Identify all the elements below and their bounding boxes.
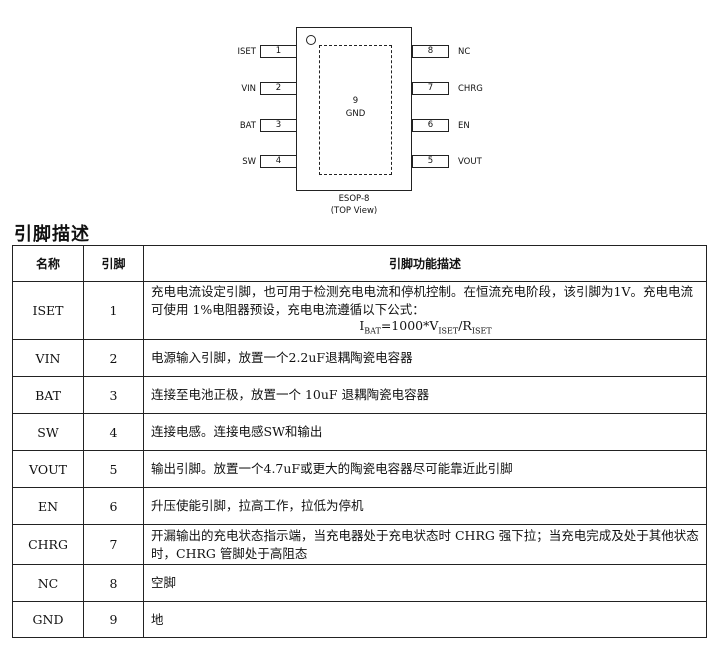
- pin-number: 2: [83, 339, 144, 377]
- pin-name: CHRG: [12, 524, 84, 565]
- pin-number: 4: [83, 413, 144, 451]
- table-row: BAT 3 连接至电池正极，放置一个 10uF 退耦陶瓷电容器: [12, 376, 707, 414]
- exposed-pad-number: 9: [352, 96, 359, 106]
- pin-number: 7: [83, 524, 144, 565]
- pin-label-3: BAT: [239, 121, 256, 131]
- package-body: 9 GND: [296, 27, 412, 191]
- pin-box-1: 1: [260, 45, 297, 58]
- header-name: 名称: [12, 245, 84, 282]
- pin-name: EN: [12, 487, 84, 525]
- charge-current-formula: IBAT=1000*VISET/RISET: [359, 317, 492, 336]
- pin-description: 输出引脚。放置一个4.7uF或更大的陶瓷电容器尽可能靠近此引脚: [143, 450, 707, 488]
- exposed-pad-label: GND: [345, 109, 366, 119]
- pin-box-2: 2: [260, 82, 297, 95]
- pin-box-5: 5: [412, 155, 449, 168]
- pin-box-3: 3: [260, 119, 297, 132]
- pin-label-1: ISET: [237, 47, 256, 57]
- pin-description: 充电电流设定引脚，也可用于检测充电电流和停机控制。在恒流充电阶段，该引脚为1V。…: [143, 281, 707, 340]
- pin-name: SW: [12, 413, 84, 451]
- table-row: GND 9 地: [12, 601, 707, 638]
- table-row: NC 8 空脚: [12, 564, 707, 602]
- pin-label-7: CHRG: [458, 84, 483, 94]
- table-row: EN 6 升压使能引脚，拉高工作，拉低为停机: [12, 487, 707, 525]
- pin-description: 电源输入引脚，放置一个2.2uF退耦陶瓷电容器: [143, 339, 707, 377]
- pin-name: GND: [12, 601, 84, 638]
- table-header-row: 名称 引脚 引脚功能描述: [12, 245, 707, 282]
- pin-name: VOUT: [12, 450, 84, 488]
- pin-description-text: 充电电流设定引脚，也可用于检测充电电流和停机控制。在恒流充电阶段，该引脚为1V。…: [151, 283, 693, 317]
- pin-box-6: 6: [412, 119, 449, 132]
- pin-label-2: VIN: [241, 84, 256, 94]
- pin-number: 6: [83, 487, 144, 525]
- table-row: VIN 2 电源输入引脚，放置一个2.2uF退耦陶瓷电容器: [12, 339, 707, 377]
- pin-name: NC: [12, 564, 84, 602]
- table-row: CHRG 7 开漏输出的充电状态指示端，当充电器处于充电状态时 CHRG 强下拉…: [12, 524, 707, 565]
- section-title: 引脚描述: [14, 224, 90, 245]
- pin-label-4: SW: [242, 157, 256, 167]
- package-diagram: 9 GND 1 2 3 4 ISET VIN BAT SW 8 7 6 5 NC…: [0, 0, 718, 220]
- pin-number: 8: [83, 564, 144, 602]
- pin-description: 开漏输出的充电状态指示端，当充电器处于充电状态时 CHRG 强下拉；当充电完成及…: [143, 524, 707, 565]
- pin-box-8: 8: [412, 45, 449, 58]
- pin-description: 连接电感。连接电感SW和输出: [143, 413, 707, 451]
- table-row: SW 4 连接电感。连接电感SW和输出: [12, 413, 707, 451]
- pin-label-5: VOUT: [458, 157, 482, 167]
- pin-description-table: 名称 引脚 引脚功能描述 ISET 1 充电电流设定引脚，也可用于检测充电电流和…: [12, 245, 707, 638]
- package-name: ESOP-8: [338, 194, 370, 204]
- pin-number: 5: [83, 450, 144, 488]
- header-pin: 引脚: [83, 245, 144, 282]
- pin-name: VIN: [12, 339, 84, 377]
- pin-name: BAT: [12, 376, 84, 414]
- pin1-indicator-dot: [306, 35, 316, 45]
- pin-description: 连接至电池正极，放置一个 10uF 退耦陶瓷电容器: [143, 376, 707, 414]
- pin-box-7: 7: [412, 82, 449, 95]
- pin-label-8: NC: [458, 47, 471, 57]
- pin-name: ISET: [12, 281, 84, 340]
- pin-box-4: 4: [260, 155, 297, 168]
- pin-description: 空脚: [143, 564, 707, 602]
- table-row: ISET 1 充电电流设定引脚，也可用于检测充电电流和停机控制。在恒流充电阶段，…: [12, 281, 707, 340]
- exposed-pad: 9 GND: [319, 45, 392, 175]
- table-row: VOUT 5 输出引脚。放置一个4.7uF或更大的陶瓷电容器尽可能靠近此引脚: [12, 450, 707, 488]
- package-view-label: (TOP View): [330, 206, 378, 216]
- pin-description: 地: [143, 601, 707, 638]
- pin-label-6: EN: [458, 121, 470, 131]
- header-description: 引脚功能描述: [143, 245, 707, 282]
- pin-description: 升压使能引脚，拉高工作，拉低为停机: [143, 487, 707, 525]
- pin-number: 3: [83, 376, 144, 414]
- pin-number: 1: [83, 281, 144, 340]
- pin-number: 9: [83, 601, 144, 638]
